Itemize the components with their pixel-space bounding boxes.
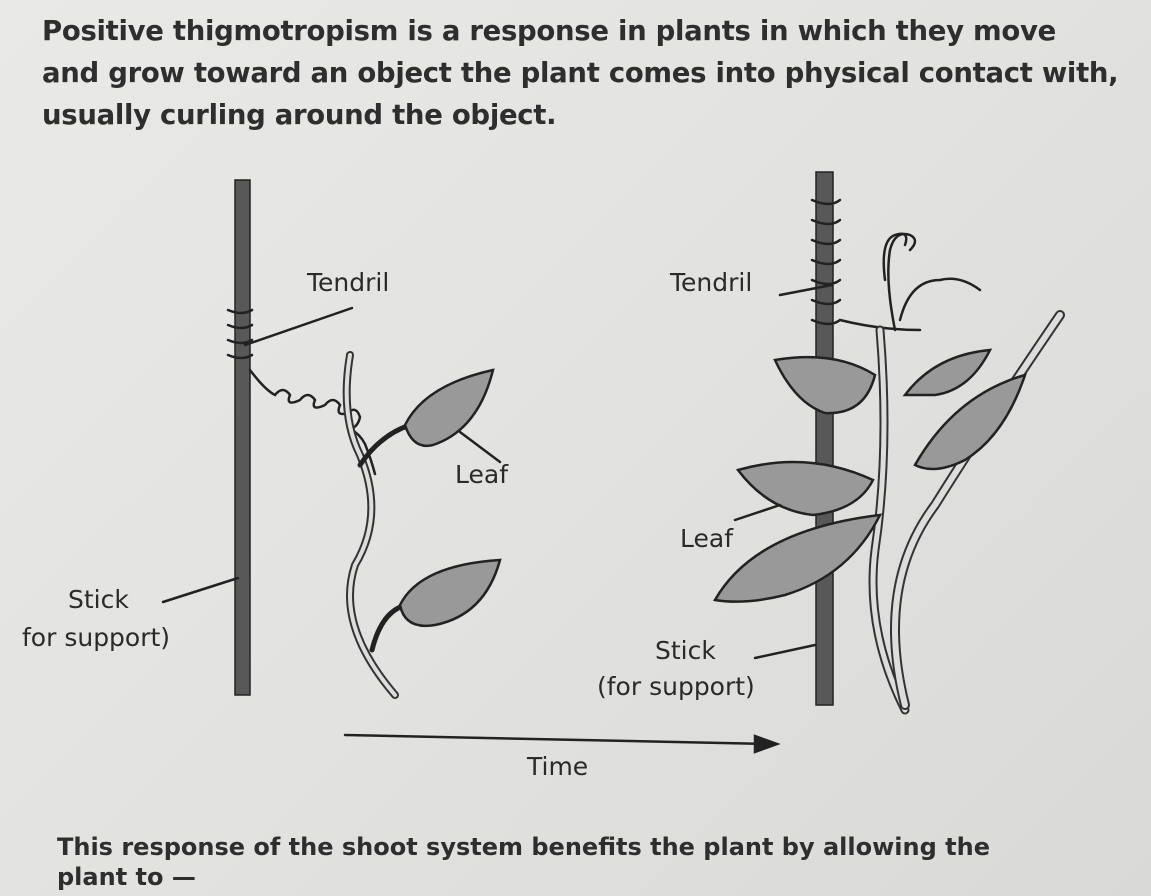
right-stick-label-2: (for support): [597, 672, 755, 701]
left-leaf: [398, 558, 502, 628]
left-branch: [357, 422, 413, 468]
left-stick: [234, 179, 251, 696]
question-line: This response of the shoot system benefi…: [57, 833, 990, 861]
stick-pointer-right: [753, 643, 817, 660]
time-arrowhead: [753, 734, 781, 754]
tendril-pointer-right: [778, 283, 834, 297]
question-text: This response of the shoot system benefi…: [57, 832, 990, 892]
left-leaf: [403, 368, 495, 448]
right-leaf: [735, 460, 875, 517]
right-leaf-label: Leaf: [680, 524, 733, 553]
right-leaf: [773, 355, 877, 415]
right-long-tendril: [890, 310, 1065, 710]
left-tendril: [226, 308, 377, 476]
stimulus-line: Positive thigmotropism is a response in …: [42, 15, 1056, 47]
right-leaf: [913, 373, 1027, 471]
stimulus-line: and grow toward an object the plant come…: [42, 57, 1119, 89]
stick-pointer-left: [161, 576, 240, 604]
left-tendril-label: Tendril: [307, 268, 390, 297]
left-stick-label: Stick: [68, 585, 129, 614]
leaf-pointer-left: [458, 430, 502, 464]
right-leaf: [713, 513, 883, 603]
question-line: plant to —: [57, 863, 196, 891]
stimulus-text: Positive thigmotropism is a response in …: [42, 10, 1142, 136]
right-tendril: [810, 198, 982, 332]
right-stick-label: Stick: [655, 636, 716, 665]
tendril-pointer-left: [243, 306, 354, 347]
stimulus-line: usually curling around the object.: [42, 99, 557, 131]
leaf-pointer-right: [733, 503, 782, 522]
left-leaf-label: Leaf: [455, 460, 508, 489]
right-stick: [815, 171, 834, 706]
right-leaf: [902, 348, 993, 397]
time-label: Time: [527, 752, 589, 781]
right-tendril-label: Tendril: [670, 268, 753, 297]
left-stick-label-2: for support): [22, 623, 171, 652]
time-arrow: [343, 733, 772, 746]
